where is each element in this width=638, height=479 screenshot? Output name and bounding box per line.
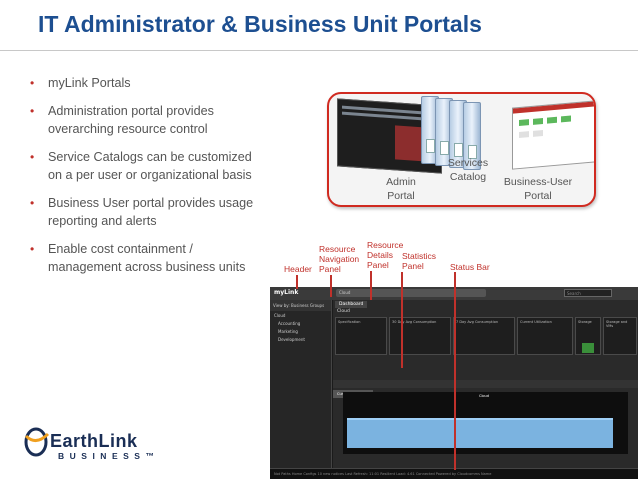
- nav-pointer-line: [330, 275, 332, 297]
- stat-panel: 30 Day Avg Consumption: [389, 317, 451, 355]
- stat-panel: 7 Day Avg Consumption: [453, 317, 515, 355]
- business-portal-screenshot: [512, 100, 594, 170]
- cloud-tab[interactable]: Cloud: [336, 289, 486, 297]
- bullet-item: myLink Portals: [30, 74, 255, 92]
- resource-details-annotation: Resource Details Panel: [367, 240, 404, 270]
- earthlink-swirl-icon: [24, 427, 50, 457]
- services-catalog-caption: Services Catalog: [447, 157, 489, 183]
- statistics-pointer-line: [401, 272, 403, 368]
- view-by-select[interactable]: View by: Business Groups: [270, 300, 331, 311]
- nav-item[interactable]: Accounting: [278, 320, 301, 326]
- stat-panel: Specification: [335, 317, 387, 355]
- stat-panel: Storage and VMs: [603, 317, 637, 355]
- details-pointer-line: [370, 271, 372, 300]
- header-annotation: Header: [284, 264, 312, 274]
- title-divider: [0, 50, 638, 51]
- dashboard-tab[interactable]: Dashboard: [335, 301, 368, 308]
- mylink-logo: myLink: [274, 289, 299, 296]
- nav-item[interactable]: Development: [278, 336, 305, 342]
- status-bar-pointer-line: [454, 272, 456, 470]
- slide-title: IT Administrator & Business Unit Portals: [38, 11, 482, 37]
- stat-panel: Current Utilization: [517, 317, 573, 355]
- portals-collage: [327, 92, 596, 207]
- bullet-item: Enable cost containment / management acr…: [30, 240, 255, 276]
- admin-portal-caption: Admin Portal: [386, 176, 416, 202]
- earthlink-logo: EarthLink BUSINESS™: [22, 426, 172, 466]
- logo-wordmark: EarthLink: [50, 431, 138, 451]
- resource-nav-annotation: Resource Navigation Panel: [319, 244, 360, 274]
- bullet-item: Service Catalogs can be customized on a …: [30, 148, 255, 184]
- nav-item[interactable]: Cloud: [274, 312, 286, 318]
- statistics-tabs: Current Utilization Accounting Rates CPU…: [333, 380, 638, 398]
- bullet-item: Business User portal provides usage repo…: [30, 194, 255, 230]
- chart-marker: Cloud: [479, 394, 489, 398]
- storage-indicator: [582, 343, 594, 353]
- bullet-list: myLink Portals Administration portal pro…: [30, 74, 255, 286]
- resource-details-panel: Dashboard Cloud Specification 30 Day Avg…: [333, 300, 638, 468]
- statistics-annotation: Statistics Panel: [402, 251, 437, 271]
- search-input[interactable]: Search: [564, 289, 612, 297]
- nav-item[interactable]: Marketing: [278, 328, 298, 334]
- business-portal-caption: Business-User Portal: [503, 176, 573, 202]
- bullet-item: Administration portal provides overarchi…: [30, 102, 255, 138]
- header-pointer-line: [296, 275, 298, 289]
- logo-subtitle: BUSINESS™: [58, 451, 160, 461]
- binders-icon: [421, 96, 481, 170]
- resource-navigation-panel: View by: Business Groups Cloud Accountin…: [270, 300, 332, 468]
- utilization-area: [347, 418, 613, 448]
- status-bar-annotation: Status Bar: [450, 262, 490, 272]
- statistics-chart: Cloud: [343, 392, 628, 454]
- cloud-label: Cloud: [337, 309, 350, 314]
